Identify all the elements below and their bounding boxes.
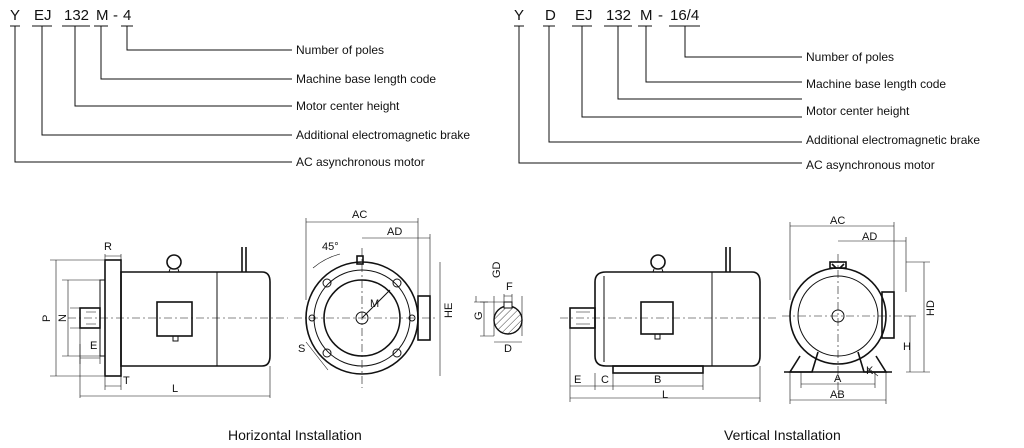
right-code-d: D [545,7,556,24]
left-label-poles: Number of poles [296,43,384,57]
terminal-box [156,301,193,337]
dim-hd: HD [925,300,937,316]
eye-bolt-vertical [650,254,666,270]
left-label-brake: Additional electromagnetic brake [296,128,470,142]
dim-a: A [834,373,842,385]
dim-45-degrees: 45° [322,241,339,253]
right-code-m: M [640,7,653,24]
right-label-brake: Additional electromagnetic brake [806,133,980,147]
dim-k: K [866,365,874,377]
feet [612,365,704,374]
motor-body-vertical [594,271,761,367]
eye-bolt [166,254,182,270]
caption-vertical: Vertical Installation [724,427,841,443]
motor-body [120,271,271,367]
dim-t: T [123,375,130,387]
key [503,301,513,309]
right-code-ej: EJ [575,7,593,24]
side-box-vertical [881,291,895,339]
left-label-center-height: Motor center height [296,99,400,113]
dim-d: D [504,343,512,355]
left-code-dash: - [113,7,118,24]
shaft-section: GD F G D [473,261,523,355]
right-model-code: Y D EJ 132 M - 16/4 Number of poles Mach… [514,7,980,172]
dim-ab: AB [830,389,845,401]
right-label-poles: Number of poles [806,50,894,64]
dim-he: HE [443,303,455,318]
right-code-16-4: 16/4 [670,7,699,24]
dim-p: P [41,315,53,322]
caption-horizontal: Horizontal Installation [228,427,362,443]
vertical-front-view: AC AD HD H A K AB [782,215,937,404]
left-code-ej: EJ [34,7,52,24]
dim-s: S [298,343,305,355]
left-code-y: Y [10,7,20,24]
dim-l-left: L [172,383,178,395]
left-code-4: 4 [123,7,131,24]
right-code-dash: - [658,7,663,24]
dim-ac-left: AC [352,209,367,221]
vertical-side-view: E C B L [560,247,778,402]
dim-gd: GD [491,261,503,278]
left-code-132: 132 [64,7,89,24]
dim-m: M [370,298,379,310]
left-label-ac-motor: AC asynchronous motor [296,155,425,169]
dim-e-left: E [90,340,97,352]
dim-ad-left: AD [387,226,402,238]
horizontal-front-view: M 45° S AC AD HE [294,209,455,388]
dim-l-right: L [662,389,668,401]
dim-ad-right: AD [862,231,877,243]
left-label-base-length: Machine base length code [296,72,436,86]
dim-c: C [601,374,609,386]
left-model-code: Y EJ 132 M - 4 Number of poles Machine b… [10,7,470,169]
dim-e-right: E [574,374,581,386]
right-label-ac-motor: AC asynchronous motor [806,158,935,172]
dim-ac-right: AC [830,215,845,227]
left-code-m: M [96,7,109,24]
horizontal-side-view: R P N E T L [41,241,288,398]
right-code-132: 132 [606,7,631,24]
dim-r: R [104,241,112,253]
right-label-base-length: Machine base length code [806,77,946,91]
right-code-y: Y [514,7,524,24]
dim-g: G [473,311,485,320]
dim-f: F [506,281,513,293]
dim-h: H [903,341,911,353]
dim-n: N [57,314,69,322]
right-label-center-height: Motor center height [806,104,910,118]
dim-b: B [654,374,661,386]
shaft-cross-section [493,305,523,335]
